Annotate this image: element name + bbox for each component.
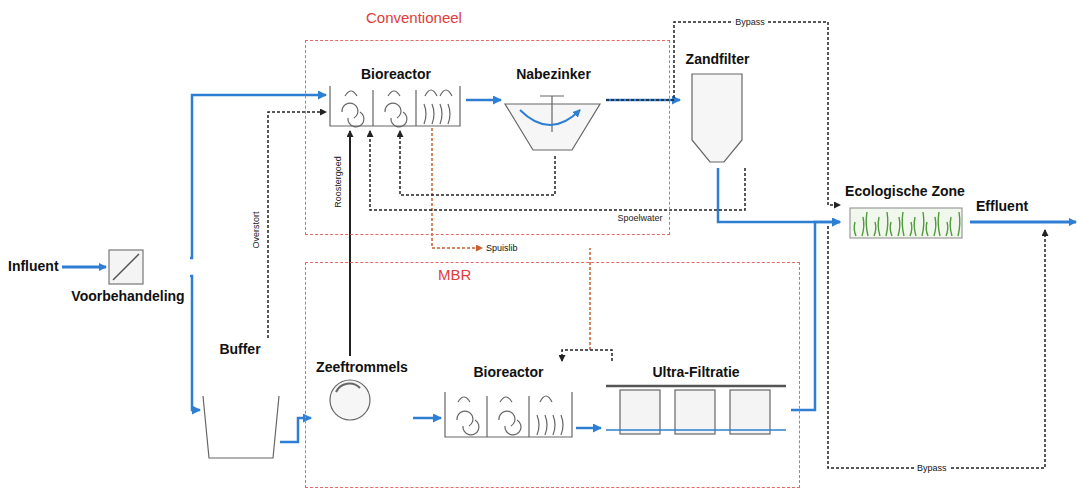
pretreatment-box: Voorbehandeling (66, 246, 190, 308)
drum-screen-box: Zeeftrommels (311, 356, 413, 428)
sludge-line (589, 248, 591, 350)
bioreactor-tank (330, 86, 460, 127)
sludge-line (432, 128, 482, 248)
node-label: Zeeftrommels (316, 359, 408, 376)
group-heading: Conventioneel (366, 9, 462, 27)
screen-symbol (109, 250, 143, 284)
flow-connector (718, 168, 840, 222)
clarifier-box: Nabezinker (501, 63, 606, 156)
ecological-zone-bed (850, 208, 962, 238)
sandfilter-vessel (692, 74, 742, 162)
sludge-label: Spuislib (486, 243, 518, 253)
clarifier-symbol (505, 96, 600, 150)
node-label: Bioreactor (361, 66, 431, 83)
bypass-line (828, 226, 1045, 468)
flow-connector (466, 99, 501, 102)
bypass-label: Bypass (915, 463, 949, 473)
buffer-basin (203, 396, 279, 458)
edge-label: Overstort (251, 209, 262, 250)
buffer-box: Buffer (200, 338, 280, 462)
node-label: Nabezinker (516, 66, 591, 83)
flow-connector (400, 131, 555, 195)
flow-connector (349, 131, 351, 356)
node-label: Buffer (219, 341, 260, 358)
flow-connector (562, 350, 612, 361)
edge-label: Bypass (733, 17, 767, 28)
process-group: MBR Zeeftrommels Bioreactor Ultra-Filtratie (305, 262, 800, 488)
drum-screen (330, 380, 370, 420)
node-label: Zandfilter (686, 51, 750, 68)
bioreactor-tank (445, 392, 572, 437)
flow-connector (791, 222, 840, 410)
flow-connector (268, 112, 326, 338)
flow-connector (370, 131, 745, 210)
flow-connector (576, 427, 601, 430)
ultrafiltration-box: Ultra-Filtratie (601, 361, 791, 443)
sandfilter-box: Zandfilter (680, 48, 755, 168)
node-label: Bioreactor (473, 364, 543, 381)
bioreactor-box: Bioreactor (326, 63, 466, 131)
edge-label: Roostergoed (333, 154, 344, 210)
reed-plants (854, 212, 960, 236)
process-group: ConventioneelBioreactorNabezinker (305, 40, 670, 235)
influent-label: Influent (8, 258, 59, 274)
flow-connector (190, 276, 200, 410)
flow-connector (413, 417, 441, 420)
uf-modules (606, 386, 786, 434)
bioreactor-box: Bioreactor (441, 361, 576, 443)
node-label: Ultra-Filtratie (652, 364, 739, 381)
effluent-arrow (970, 221, 1076, 224)
flow-connector (606, 22, 840, 205)
influent-arrow (62, 266, 106, 269)
flow-connector (280, 418, 311, 442)
ecological-zone-box: Ecologische Zone (840, 180, 970, 242)
edge-label: Spoelwater (615, 213, 664, 224)
effluent-label: Effluent (976, 198, 1028, 214)
node-label: Voorbehandeling (71, 288, 184, 305)
node-label: Ecologische Zone (845, 183, 965, 200)
group-heading: MBR (438, 266, 471, 284)
